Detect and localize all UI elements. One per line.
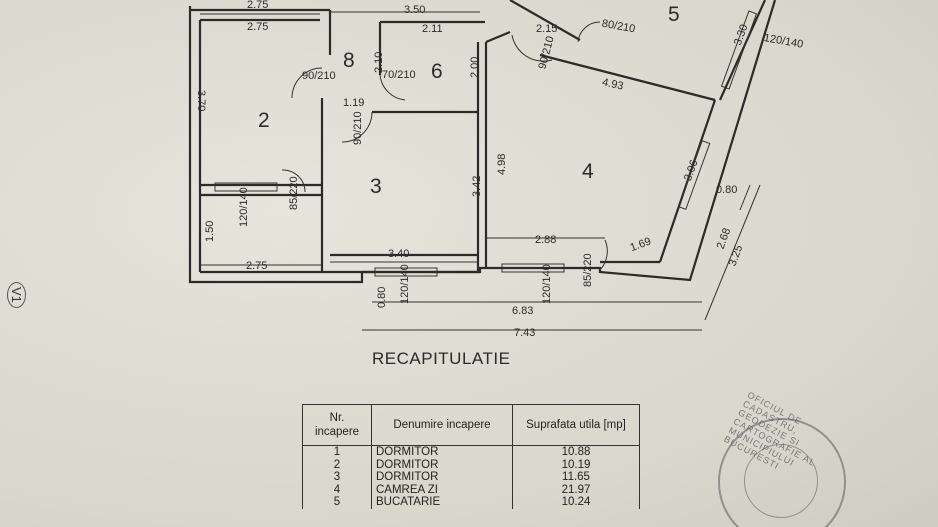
room-labels: 2 3 4 5 6 8 [258,3,680,198]
wall-room5-right [718,0,767,101]
dim-210: 2.10 [373,52,385,73]
row-area: 10.24 [512,496,640,509]
dim-325: 3.25 [727,244,746,268]
window-room5 [720,10,758,90]
row-nr: 1 [302,445,372,459]
table-row: 3 DORMITOR 11.65 [302,471,640,484]
row-name: BUCATARIE [371,496,513,509]
row-nr: 2 [302,458,372,472]
dim-line-080 [739,184,751,211]
dim-493: 4.93 [601,76,624,92]
window-room4 [501,263,565,273]
recap-title: RECAPITULATIE [372,349,511,368]
table-row: 1 DORMITOR 10.88 [302,445,640,459]
dim-215: 2.15 [536,23,557,35]
recap-table: Nr. incapere Denumire incapere Suprafata… [302,404,640,509]
dim-342: 3.42 [471,176,483,197]
row-area: 10.88 [512,445,640,459]
col-nr: Nr. incapere [302,404,372,446]
door-bath [281,169,306,193]
dim-211: 2.11 [422,23,443,35]
wall-room4-top [539,53,716,102]
room-label-6: 6 [431,60,443,83]
dim-340: 3.40 [388,248,409,260]
door-room6 [379,74,406,101]
window-room3 [374,267,438,277]
door-room5 [577,21,601,43]
door-room4-exit [599,239,608,271]
wall-room4-corner [485,30,511,44]
dim-306: 3.06 [682,158,701,182]
row-name: DORMITOR [371,445,513,459]
dim-330: 3.30 [732,23,751,47]
dim-683: 6.83 [512,305,533,317]
window-label-room5: 120/140 [763,32,804,51]
row-area: 11.65 [512,471,640,484]
opening-room3: 90/210 [352,111,364,145]
dim-200: 2.00 [469,57,481,78]
room-label-8: 8 [343,49,355,72]
windows [214,10,758,277]
window-label-room4: 120/140 [541,264,553,304]
stamp-inner-ring [744,444,818,518]
dim-288: 2.88 [535,234,556,246]
dim-275-top: 2.75 [247,0,268,11]
room-label-4: 4 [582,160,594,183]
dim-350: 3.50 [404,4,425,16]
opening-bath: 85/220 [288,176,300,210]
window-label-room2: 120/140 [238,187,250,227]
dim-150: 1.50 [204,221,216,242]
recap-header-row: Nr. incapere Denumire incapere Suprafata… [302,404,640,446]
dim-169: 1.69 [629,235,653,254]
room-label-3: 3 [370,175,382,198]
col-area: Suprafata utila [mp] [512,404,640,446]
row-nr: 5 [302,496,372,509]
doors [281,21,608,271]
outer-wall [188,0,777,284]
door-room3 [341,111,373,143]
dimension-labels: 2.75 2.75 3.50 2.15 2.11 2.10 3.70 1.19 … [195,0,751,339]
dim-498: 4.98 [496,154,508,175]
dim-line-325 [704,184,761,321]
row-area: 10.19 [512,458,640,472]
col-name: Denumire incapere [371,404,513,446]
row-name: CAMREA ZI [371,483,513,497]
row-area: 21.97 [512,483,640,497]
walls [188,0,777,284]
opening-room2: 90/210 [302,70,336,82]
table-row: 5 BUCATARIE 10.24 [302,496,640,509]
dim-275-room2: 2.75 [247,21,268,33]
row-nr: 4 [302,483,372,497]
room-label-5: 5 [668,3,680,26]
dim-370: 3.70 [195,90,207,111]
dim-268: 2.68 [715,227,734,251]
official-stamp [718,418,846,527]
row-nr: 3 [302,471,372,484]
door-room2 [291,67,323,99]
window-room2 [214,182,278,192]
opening-room5: 80/210 [601,18,636,36]
table-row: 2 DORMITOR 10.19 [302,458,640,472]
opening-exit: 85/220 [582,253,594,287]
dimension-lines [200,11,761,331]
sheet-code: V1 [7,282,26,308]
window-label-room3: 120/140 [399,264,411,304]
row-name: DORMITOR [371,458,513,472]
dim-743: 7.43 [514,327,535,339]
table-row: 4 CAMREA ZI 21.97 [302,483,640,497]
opening-room6: 70/210 [382,69,416,81]
dim-080-bottom: 0.80 [376,287,388,308]
row-name: DORMITOR [371,471,513,484]
dim-275-bottom: 2.75 [246,260,267,272]
dim-080-right: 0.80 [716,184,737,196]
room-label-2: 2 [258,109,270,132]
window-room4-side [677,140,711,210]
opening-room4: 90/210 [536,35,556,71]
dim-119: 1.19 [343,97,364,109]
wall-room5-left [509,0,581,41]
door-room4 [511,34,553,62]
